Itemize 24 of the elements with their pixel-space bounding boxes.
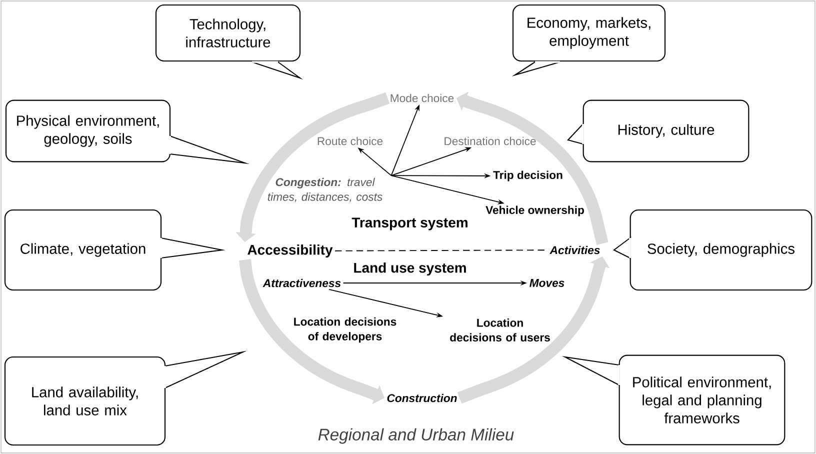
node-text: Accessibility bbox=[245, 242, 335, 260]
node-text: Moves bbox=[527, 277, 567, 289]
caption: Regional and Urban Milieu bbox=[318, 428, 514, 444]
node-text: Attractiveness bbox=[260, 276, 344, 290]
callout-box: Technology, infrastructure bbox=[155, 4, 304, 80]
callout-box: Political environment, legal and planning frameworks bbox=[562, 354, 786, 446]
callout-box: Climate, vegetation bbox=[4, 209, 226, 291]
node-text: Activities bbox=[548, 244, 602, 256]
node-text: Destination choice bbox=[442, 134, 538, 148]
callout-box: Economy, markets, employment bbox=[512, 4, 666, 77]
callout-box: Physical environment, geology, soils bbox=[5, 100, 250, 164]
node-text: Route choice bbox=[314, 134, 386, 148]
node-text: Congestion: travel times, distances, costs bbox=[259, 176, 391, 204]
callout-box: Land availability, land use mix bbox=[4, 350, 247, 446]
node-text: Vehicle ownership bbox=[484, 204, 586, 218]
callout-box: Society, demographics bbox=[613, 209, 812, 291]
system-label: Land use system bbox=[354, 262, 466, 276]
callout-box: History, culture bbox=[567, 100, 750, 162]
node-text: Construction bbox=[384, 392, 460, 404]
node-text: Location decisions of developers bbox=[288, 315, 402, 345]
system-label: Transport system bbox=[352, 218, 468, 230]
node-text: Location decisions of users bbox=[443, 316, 557, 344]
node-text: Trip decision bbox=[491, 168, 565, 184]
node-text: Mode choice bbox=[388, 92, 456, 104]
